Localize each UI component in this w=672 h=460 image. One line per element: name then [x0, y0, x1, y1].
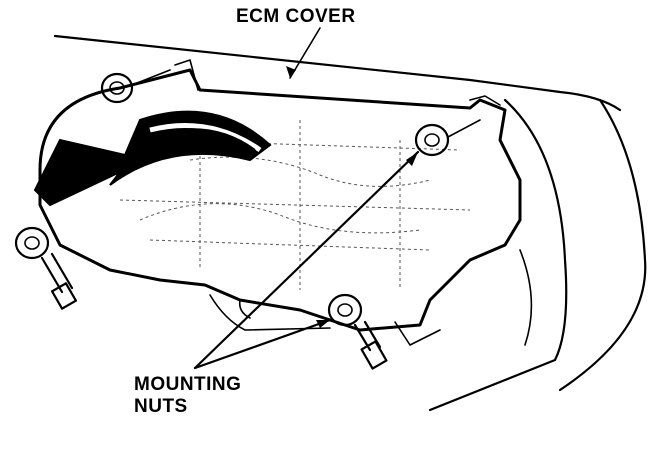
- nut-icon: [327, 293, 363, 327]
- ecm-cover-label: ECM COVER: [236, 6, 356, 27]
- ecm-cover-panel: [38, 59, 522, 346]
- mounting-nuts-label-line1: MOUNTING: [134, 374, 242, 395]
- leader-lines: [193, 27, 420, 370]
- mounting-nuts-label-line2: NUTS: [134, 395, 188, 417]
- vehicle-body-outline: [53, 34, 647, 412]
- stud-bolt-icon: [353, 320, 388, 370]
- nut-icon: [14, 226, 50, 260]
- curved-arrow-icon: [33, 110, 272, 207]
- stud-bolt-icon: [40, 252, 78, 310]
- nut-icon: [414, 119, 481, 157]
- mounting-nuts-label: MOUNTING NUTS: [134, 374, 241, 418]
- nut-icon: [100, 69, 171, 104]
